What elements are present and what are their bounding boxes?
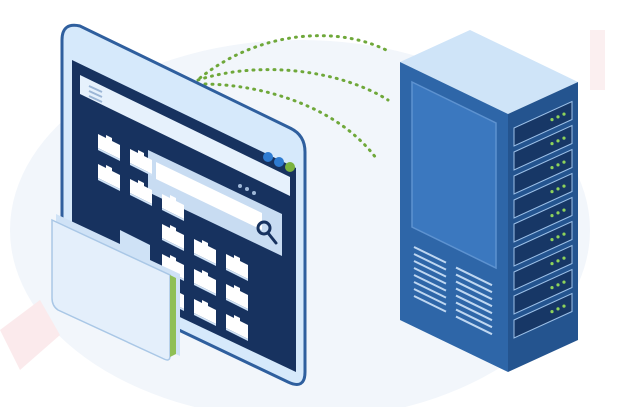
server-led bbox=[562, 232, 566, 236]
server-led bbox=[562, 160, 566, 164]
server-vent-slot bbox=[413, 246, 447, 264]
server-unit bbox=[513, 172, 573, 219]
server-rack-icon bbox=[400, 30, 578, 372]
server-unit bbox=[513, 100, 573, 147]
connection-line-2 bbox=[196, 68, 390, 102]
server-led bbox=[562, 208, 566, 212]
server-led bbox=[550, 214, 554, 218]
large-folder-front bbox=[51, 218, 171, 361]
server-led bbox=[556, 163, 560, 167]
folder-icon[interactable] bbox=[226, 284, 248, 311]
search-panel-dots bbox=[238, 184, 256, 195]
search-input[interactable] bbox=[156, 162, 262, 230]
large-folder-edge bbox=[170, 275, 176, 357]
background-accent-bar bbox=[590, 30, 605, 90]
server-led bbox=[562, 112, 566, 116]
server-unit bbox=[513, 292, 573, 339]
server-led bbox=[562, 280, 566, 284]
folder-icon[interactable] bbox=[130, 179, 152, 206]
server-vent-slot bbox=[413, 260, 447, 278]
server-vents bbox=[413, 246, 493, 336]
server-unit bbox=[513, 244, 573, 291]
server-top bbox=[400, 30, 578, 114]
server-led bbox=[550, 166, 554, 170]
server-unit bbox=[513, 268, 573, 315]
window-control-green[interactable] bbox=[285, 162, 295, 172]
server-led bbox=[562, 136, 566, 140]
server-vent-slot bbox=[455, 266, 493, 287]
server-led bbox=[550, 310, 554, 314]
connection-line-3 bbox=[203, 82, 378, 160]
folder-icon[interactable] bbox=[226, 254, 248, 281]
server-vent-slot bbox=[413, 295, 447, 313]
server-vent-slot bbox=[413, 274, 447, 292]
server-unit bbox=[513, 196, 573, 243]
window-control-blue[interactable] bbox=[263, 152, 273, 162]
server-vent-slot bbox=[413, 267, 447, 285]
folder-icon[interactable] bbox=[130, 149, 152, 176]
server-led bbox=[556, 259, 560, 263]
server-led bbox=[562, 304, 566, 308]
server-led bbox=[556, 139, 560, 143]
folder-icon[interactable] bbox=[194, 239, 216, 266]
window-address-bar bbox=[80, 75, 290, 196]
hamburger-menu-icon[interactable] bbox=[88, 85, 103, 103]
background-accent-shape bbox=[0, 300, 60, 370]
server-vent-slot bbox=[455, 301, 493, 322]
server-vent-slot bbox=[455, 273, 493, 294]
server-vent-slot bbox=[413, 281, 447, 299]
server-led bbox=[562, 184, 566, 188]
server-led bbox=[556, 187, 560, 191]
folder-icon[interactable] bbox=[226, 314, 248, 341]
server-vent-slot bbox=[413, 288, 447, 306]
server-vent-slot bbox=[413, 253, 447, 271]
server-led bbox=[550, 190, 554, 194]
server-unit bbox=[513, 148, 573, 195]
server-door-panel[interactable] bbox=[411, 80, 497, 270]
server-vent-slot bbox=[455, 308, 493, 329]
server-led bbox=[550, 262, 554, 266]
server-units bbox=[513, 100, 573, 339]
server-vent-slot bbox=[455, 294, 493, 315]
server-led bbox=[556, 211, 560, 215]
folder-icon[interactable] bbox=[98, 164, 120, 191]
server-led bbox=[556, 115, 560, 119]
folder-icon[interactable] bbox=[51, 214, 180, 361]
server-unit bbox=[513, 124, 573, 171]
connection-line-1 bbox=[198, 34, 392, 80]
search-icon[interactable] bbox=[256, 220, 278, 245]
server-led bbox=[556, 283, 560, 287]
server-led bbox=[556, 307, 560, 311]
server-vent-slot bbox=[455, 315, 493, 336]
server-led bbox=[556, 235, 560, 239]
folder-icon[interactable] bbox=[194, 269, 216, 296]
server-led bbox=[550, 142, 554, 146]
server-led bbox=[550, 238, 554, 242]
folder-icon[interactable] bbox=[194, 299, 216, 326]
server-vent-slot bbox=[455, 280, 493, 301]
server-led bbox=[550, 118, 554, 122]
server-led bbox=[550, 286, 554, 290]
folder-icon[interactable] bbox=[162, 224, 184, 251]
folder-icon[interactable] bbox=[98, 134, 120, 161]
window-control-blue-2[interactable] bbox=[274, 157, 284, 167]
dotted-connection-lines bbox=[196, 34, 392, 160]
folder-icon[interactable] bbox=[162, 194, 184, 221]
server-led bbox=[562, 256, 566, 260]
browser-window-icon bbox=[51, 23, 307, 386]
server-unit bbox=[513, 220, 573, 267]
server-vent-slot bbox=[455, 287, 493, 308]
